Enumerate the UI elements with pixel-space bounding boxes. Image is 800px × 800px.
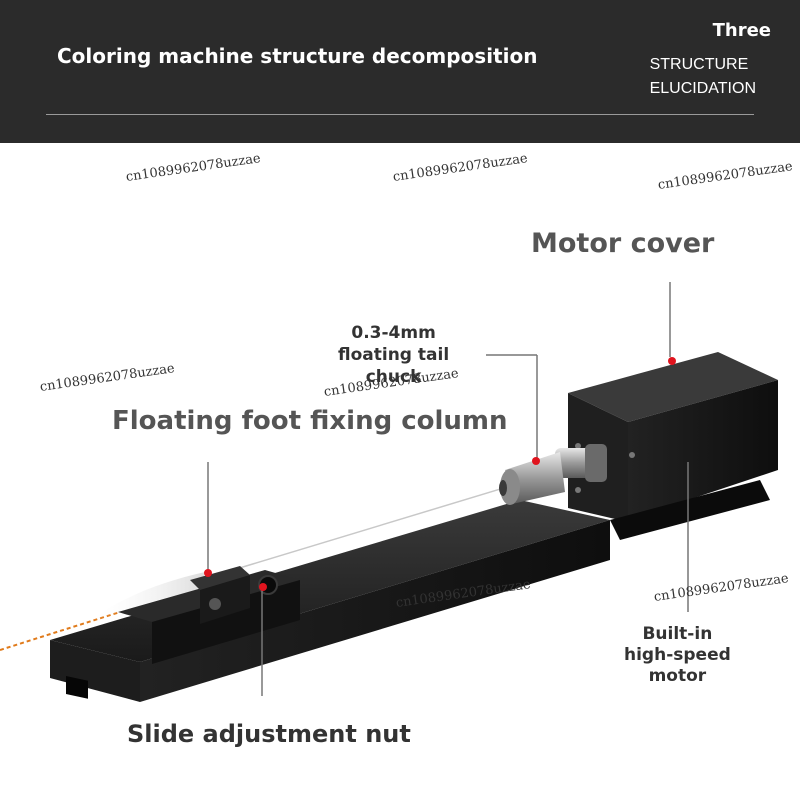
label-tail-chuck: 0.3-4mm floating tail chuck: [338, 322, 449, 388]
label-line: Built-in: [642, 624, 713, 644]
subtitle-line: STRUCTURE: [649, 56, 749, 73]
callout-markers: [204, 357, 676, 591]
float-stick: [0, 479, 531, 651]
label-line: motor: [648, 666, 707, 686]
callout-lines: [207, 282, 689, 696]
label-foot-fixing-column: Floating foot fixing column: [112, 406, 508, 436]
section-number: Three: [712, 20, 771, 41]
page-title: Coloring machine structure decomposition: [57, 44, 538, 68]
section-subtitle: STRUCTURE ELUCIDATION: [650, 53, 756, 101]
label-line: high-speed: [624, 645, 731, 665]
label-line: chuck: [365, 367, 422, 387]
label-slide-adjustment-nut: Slide adjustment nut: [127, 720, 411, 748]
coloring-machine-illustration: [0, 282, 778, 702]
label-line: 0.3-4mm: [351, 323, 436, 343]
header-banner: Coloring machine structure decomposition…: [0, 0, 800, 143]
motor-housing: [568, 352, 778, 540]
subtitle-line: ELUCIDATION: [649, 80, 756, 97]
label-built-in-motor: Built-in high-speed motor: [624, 624, 731, 687]
label-motor-cover: Motor cover: [531, 228, 715, 259]
header-divider: [46, 114, 754, 115]
tail-chuck-assembly: [499, 444, 607, 505]
label-line: floating tail: [338, 345, 450, 365]
